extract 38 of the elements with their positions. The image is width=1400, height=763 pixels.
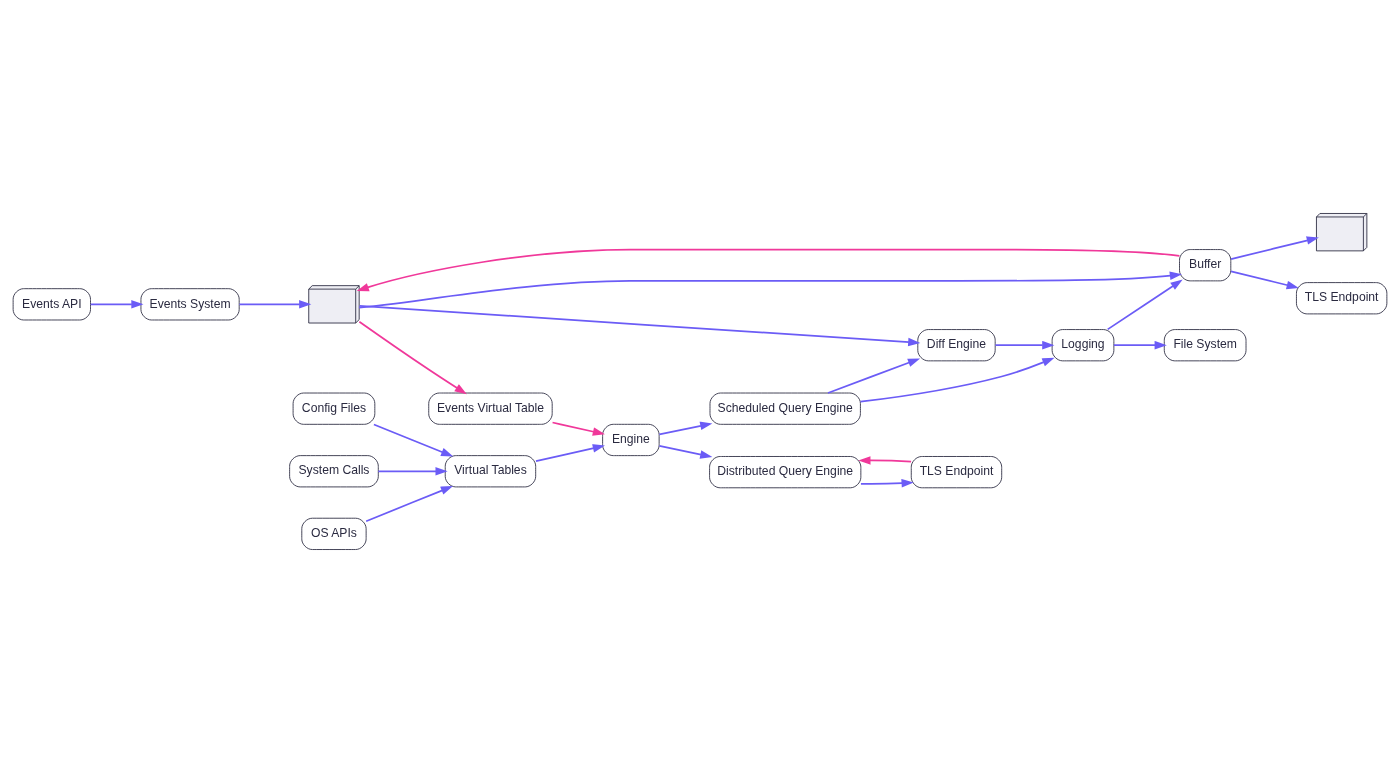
node-box: Events Virtual Table — [428, 392, 553, 425]
arrow — [238, 300, 312, 309]
arrow — [358, 305, 921, 347]
arrow — [658, 444, 713, 459]
arrow — [994, 340, 1055, 350]
arrow — [827, 358, 921, 394]
node-box: TLS Endpoint — [910, 456, 1003, 489]
node-box: Config Files — [292, 392, 376, 425]
arrow — [858, 456, 912, 465]
node-box: System Calls — [289, 455, 379, 488]
arrow — [551, 421, 605, 436]
arrow — [1230, 236, 1319, 260]
arrow — [358, 320, 467, 395]
node-box: Diff Engine — [917, 329, 996, 362]
arrow — [358, 271, 1182, 309]
node-box: Events API — [12, 288, 91, 321]
arrow — [356, 248, 1181, 292]
node-box: Engine — [602, 423, 660, 457]
node-box: TLS Endpoint — [1296, 282, 1388, 315]
arrow — [89, 300, 144, 309]
node-box: File System — [1163, 329, 1247, 362]
arrow — [377, 467, 448, 476]
arrow — [658, 421, 713, 436]
node-box: Buffer — [1179, 249, 1232, 282]
arrow — [860, 478, 914, 488]
arrow — [1230, 270, 1299, 290]
arrow — [373, 423, 454, 457]
arrow — [1106, 279, 1183, 331]
node-box: Scheduled Query Engine — [709, 392, 861, 425]
arrow — [535, 444, 605, 463]
node-box: Logging — [1051, 329, 1115, 362]
arrow — [1113, 340, 1167, 350]
arrow — [365, 486, 454, 523]
node-box: Virtual Tables — [444, 455, 537, 488]
arrow — [859, 357, 1055, 403]
node-box: OS APIs — [301, 517, 367, 550]
node-box: Events System — [140, 288, 240, 321]
node-box: Distributed Query Engine — [709, 456, 862, 489]
